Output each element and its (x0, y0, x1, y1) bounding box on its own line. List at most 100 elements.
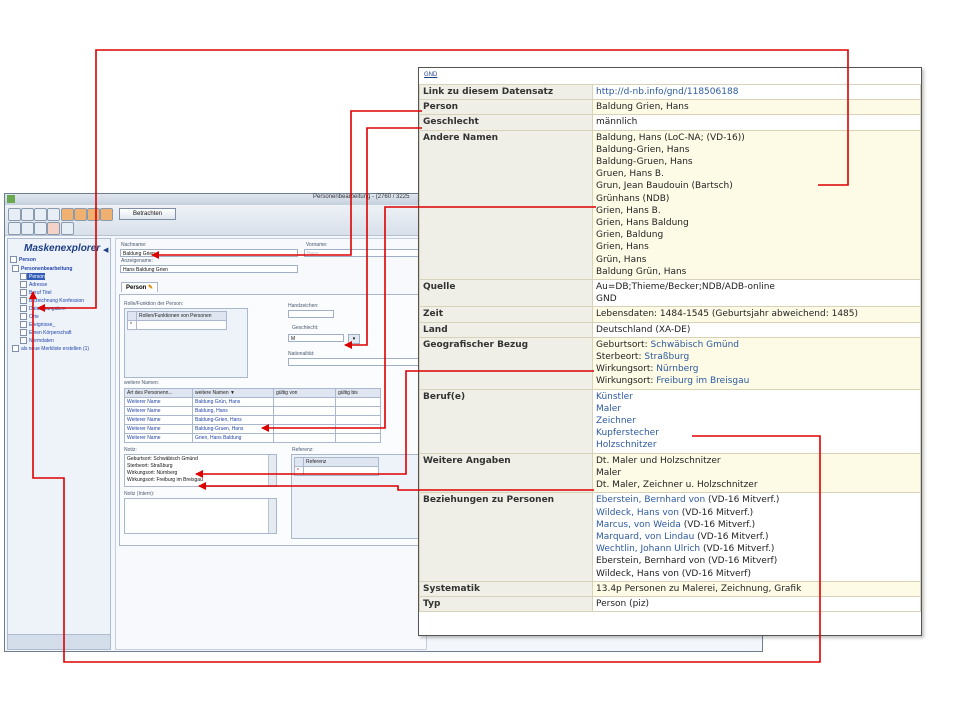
binoculars-icon[interactable] (34, 208, 47, 221)
edit-icon[interactable] (47, 208, 60, 221)
new-row-marker[interactable]: * (127, 320, 137, 330)
rolle-label: Rolle/Funktion der Person: (124, 301, 184, 307)
tree-item-person[interactable]: Person (10, 256, 36, 263)
first-record-icon[interactable] (61, 208, 74, 221)
tree-item-personenbearbeitung[interactable]: Personenbearbeitung (12, 265, 72, 272)
names-col-art[interactable]: Art des Personenn... (124, 388, 193, 398)
rolle-grid[interactable]: Rollen/Funktionen von Personen * (124, 308, 248, 378)
gnd-value-link[interactable]: Holzschnitzer (596, 440, 657, 451)
gnd-value-text: Person (piz) (596, 598, 650, 609)
tree-item-orte[interactable]: Orte (20, 313, 39, 320)
previous-record-icon[interactable] (74, 208, 87, 221)
gnd-value-line: Baldung, Hans (LoC-NA; (VD-16)) (596, 132, 917, 144)
gnd-value-link[interactable]: Künstler (596, 391, 633, 402)
nachname-field[interactable]: Baldung Grien (120, 249, 298, 257)
names-col-bis[interactable]: gültig bis (335, 388, 381, 398)
names-col-von[interactable]: gültig von (273, 388, 336, 398)
gnd-value-link[interactable]: Kupferstecher (596, 428, 659, 439)
tree-item-person-mask[interactable]: Person (20, 273, 45, 280)
nationalitaet-label: Nationalität: (288, 351, 315, 357)
gnd-value-text: Grien, Baldung (596, 230, 664, 241)
tab-person[interactable]: Person ✎ (121, 282, 159, 292)
names-col-name[interactable]: weitere Namen ▼ (192, 388, 274, 398)
copy-icon[interactable] (61, 222, 74, 235)
notiz-field[interactable]: Geburtsort: Schwäbisch Gmünd Sterbeort: … (124, 454, 277, 487)
delete-icon[interactable] (47, 222, 60, 235)
weitere-namen-grid[interactable]: Art des Personenn... weitere Namen ▼ gül… (124, 388, 381, 443)
next-record-icon[interactable] (87, 208, 100, 221)
print-icon[interactable] (8, 208, 21, 221)
handzeichen-field[interactable] (288, 310, 334, 318)
gnd-value-link[interactable]: Wechtlin, Johann Ulrich (596, 544, 701, 555)
tree-item-ereignisse[interactable]: Ereignisse_ (20, 321, 55, 328)
gnd-value-line: männlich (596, 116, 917, 128)
gnd-value-line: Dt. Maler und Holzschnitzer (596, 455, 917, 467)
gnd-value-prefix: Geburtsort: (596, 339, 651, 350)
gnd-value-link[interactable]: Wildeck, Hans von (596, 507, 679, 518)
gnd-value-line: Baldung Grien, Hans (596, 101, 917, 113)
geschlecht-field[interactable]: M (288, 334, 344, 342)
gnd-value-link[interactable]: http://d-nb.info/gnd/118506188 (596, 87, 739, 97)
save-next-icon[interactable] (21, 222, 34, 235)
save-icon[interactable] (8, 222, 21, 235)
tree-item-datumsangaben[interactable]: Datumsangaben (20, 305, 66, 312)
gnd-value-line: Baldung-Gruen, Hans (596, 156, 917, 168)
gnd-value-line: Grien, Hans B. (596, 205, 917, 217)
gnd-row-value: Deutschland (XA-DE) (592, 321, 921, 338)
gnd-value-link[interactable]: Schwäbisch Gmünd (650, 339, 740, 350)
notiz-intern-field[interactable] (124, 498, 277, 534)
last-record-icon[interactable] (100, 208, 113, 221)
gnd-value-line: GND (596, 293, 917, 305)
tree-item-beruf-titel[interactable]: Beruf Titel (20, 289, 52, 296)
gnd-value-line: Grien, Hans Baldung (596, 217, 917, 229)
tree-item-merkliste[interactable]: als neue Merkliste erstellen (1) (12, 345, 89, 352)
referenz-grid[interactable]: Referenz * (291, 454, 424, 539)
notiz-intern-scrollbar[interactable] (268, 499, 276, 533)
new-row-marker[interactable]: * (294, 466, 304, 476)
notiz-scrollbar[interactable] (268, 455, 276, 486)
undo-icon[interactable] (34, 222, 47, 235)
search-icon[interactable] (21, 208, 34, 221)
gnd-logo[interactable]: GND (424, 72, 438, 78)
dropdown-arrow-icon[interactable]: ▾ (348, 334, 360, 344)
gnd-value-link[interactable]: Zeichner (596, 416, 636, 427)
gnd-row-value: Lebensdaten: 1484-1545 (Geburtsjahr abwe… (592, 306, 921, 323)
gnd-value-text: Grien, Hans B. (596, 205, 661, 216)
collapse-icon[interactable]: ◀ (103, 247, 109, 254)
gnd-value-link[interactable]: Freiburg im Breisgau (656, 376, 750, 387)
gnd-value-link[interactable]: Marquard, von Lindau (596, 531, 695, 542)
rolle-new-cell[interactable] (136, 320, 227, 330)
gnd-value-line: Wildeck, Hans von (VD-16 Mitverf) (596, 568, 917, 580)
form-icon (20, 289, 27, 296)
gnd-row-key: Geografischer Bezug (419, 336, 593, 390)
betrachten-button[interactable]: Betrachten (119, 208, 176, 220)
gnd-value-text: Lebensdaten: 1484-1545 (Geburtsjahr abwe… (596, 309, 859, 320)
gnd-row-value: Person (piz) (592, 595, 921, 613)
tree-item-normdaten[interactable]: Normdaten (20, 337, 54, 344)
gnd-value-link[interactable]: Straßburg (644, 352, 690, 363)
gnd-value-link[interactable]: Eberstein, Bernhard von (596, 495, 706, 506)
tree-item-koerperschaft[interactable]: Einen Körperschaft (20, 329, 72, 336)
anzeigename-field[interactable]: Hans Baldung Grien (120, 265, 298, 273)
gnd-value-link[interactable]: Nürnberg (656, 364, 699, 375)
form-icon (20, 273, 27, 280)
gnd-value-line: Person (piz) (596, 598, 917, 610)
gnd-row-key: Zeit (419, 306, 593, 323)
nationalitaet-field[interactable] (288, 358, 424, 366)
tree-item-adresse[interactable]: Adresse (20, 281, 47, 288)
gnd-value-link[interactable]: Maler (596, 403, 622, 414)
gnd-value-link[interactable]: Marcus, von Weida (596, 519, 681, 530)
notiz-intern-label: Notiz (Intern): (124, 491, 155, 497)
vorname-field[interactable]: Hans (304, 249, 426, 257)
tree-item-konfession[interactable]: Bezeichnung Konfession (20, 297, 84, 304)
gnd-value-suffix: (VD-16 Mitverf.) (700, 544, 775, 555)
